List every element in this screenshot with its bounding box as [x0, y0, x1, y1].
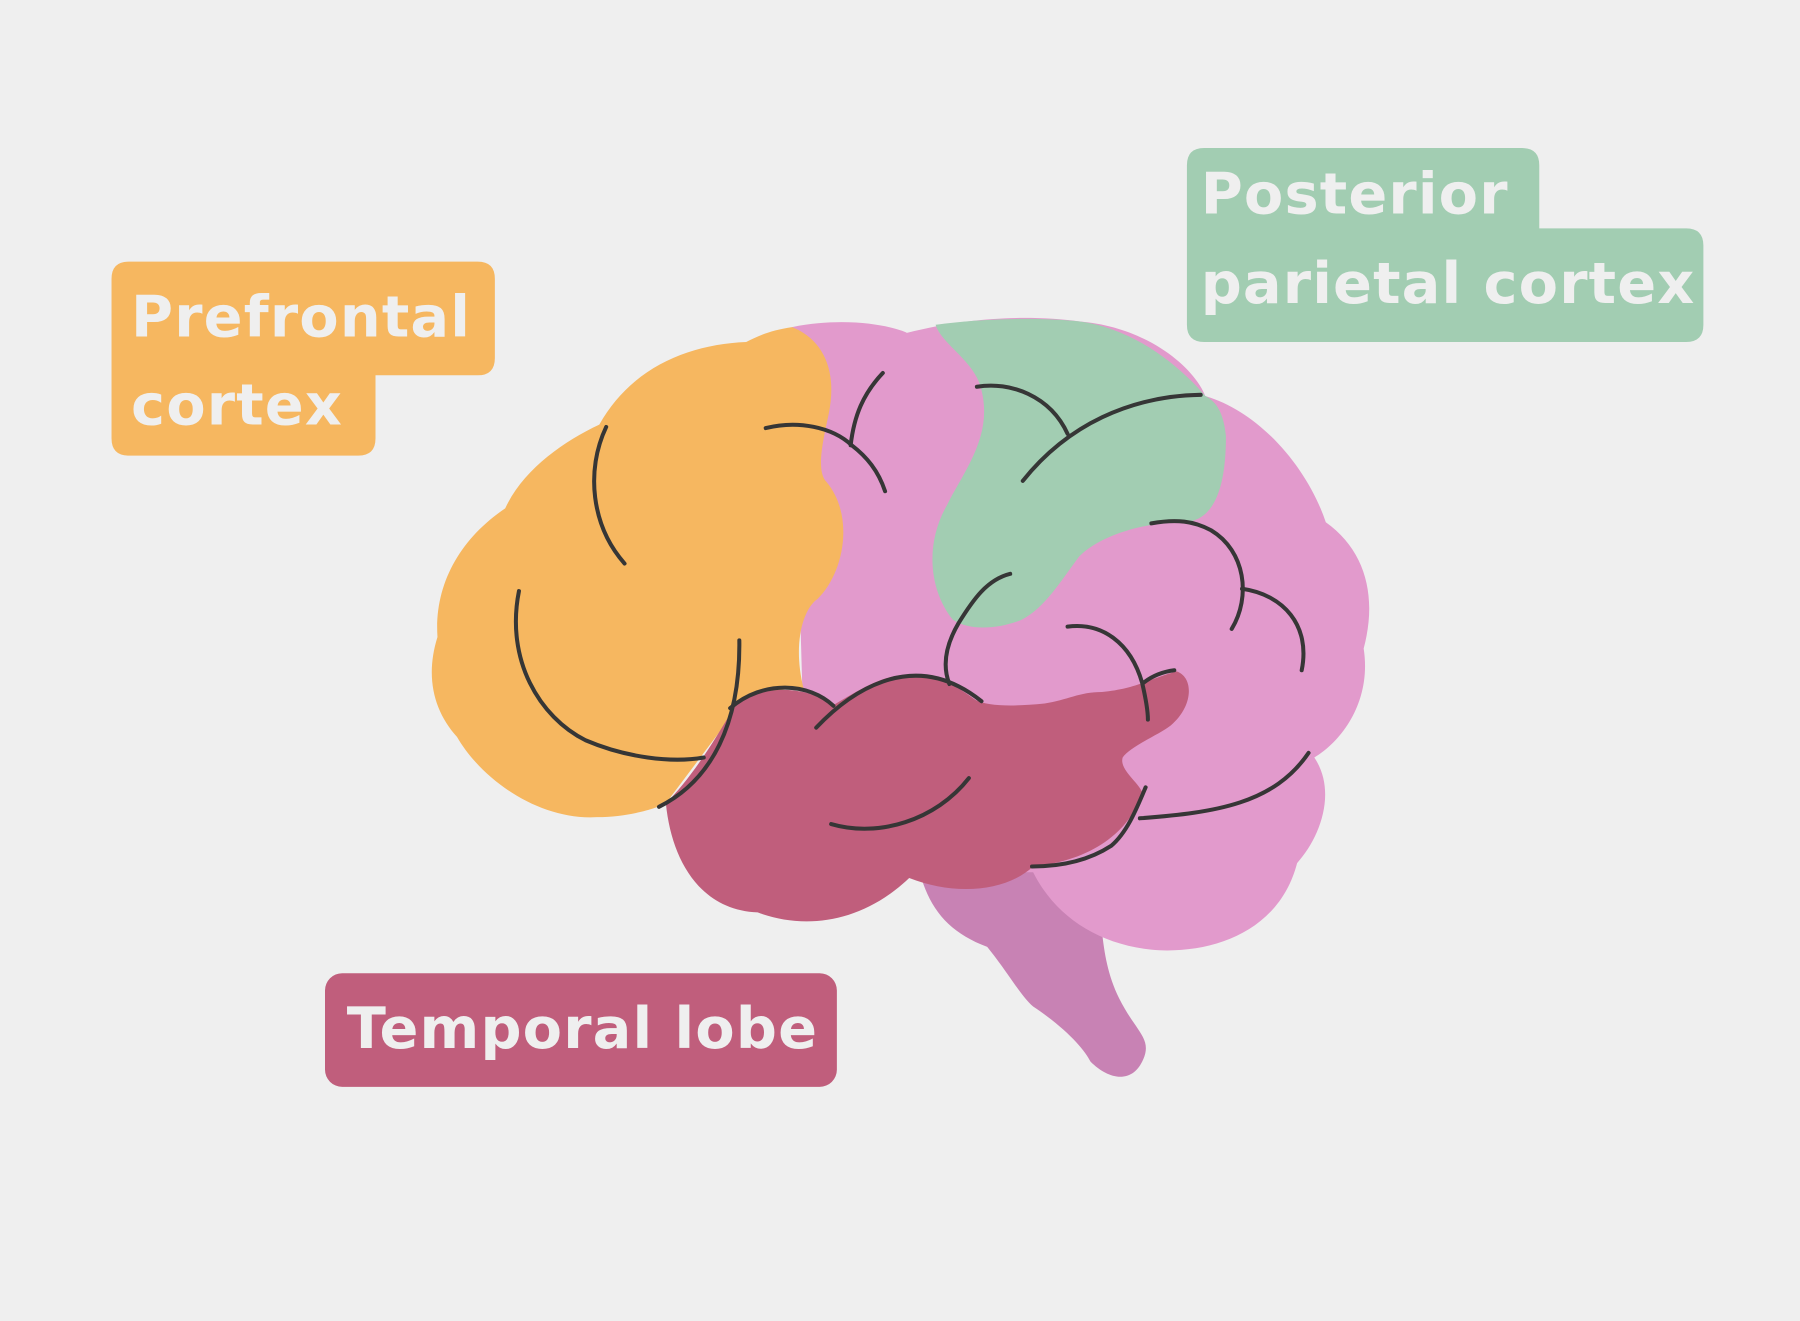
temporal-region [665, 671, 1189, 922]
brain-fold-lines [513, 370, 1311, 869]
prefrontal-cortex-label: Prefrontal cortex [111, 261, 495, 456]
parietal-label-line1: Posterior [1201, 160, 1509, 227]
parietal-label-line2: parietal cortex [1201, 250, 1696, 317]
temporal-label-text: Temporal lobe [347, 995, 818, 1062]
posterior-parietal-cortex-label: Posterior parietal cortex [1186, 148, 1704, 343]
prefrontal-label-line2: cortex [131, 372, 343, 439]
prefrontal-label-line1: Prefrontal [131, 283, 471, 350]
temporal-lobe-label: Temporal lobe [325, 973, 837, 1087]
posterior-parietal-region [932, 318, 1226, 628]
